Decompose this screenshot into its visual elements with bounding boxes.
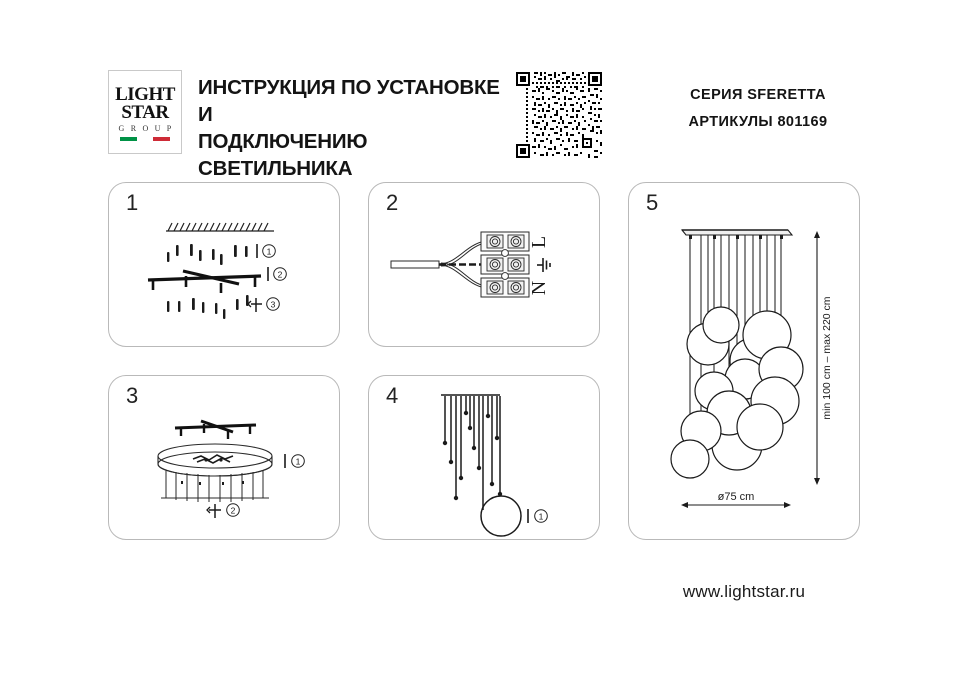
step-panel-5: 5 (628, 182, 860, 540)
brand-logo: LIGHT STAR G R O U P (108, 70, 182, 154)
page-title-line-2: ПОДКЛЮЧЕНИЮ СВЕТИЛЬНИКА (198, 130, 368, 180)
svg-text:1: 1 (296, 457, 301, 467)
step-number-2: 2 (386, 190, 399, 215)
svg-text:1: 1 (267, 247, 272, 257)
diameter-dimension-label: ø75 cm (718, 491, 755, 503)
terminal-label-L: L (528, 236, 550, 248)
svg-text:2: 2 (278, 270, 283, 280)
step-number-1: 1 (126, 190, 139, 215)
step-panel-1: 1 (108, 182, 340, 347)
logo-line-star: STAR (121, 101, 169, 123)
page-title-line-1: ИНСТРУКЦИЯ ПО УСТАНОВКЕ И (198, 76, 500, 126)
flag-stripe-white (136, 136, 154, 141)
height-dimension-label: min 100 cm – max 220 cm (821, 296, 833, 419)
step-4-diagram: 1 (441, 394, 548, 537)
step-number-3: 3 (126, 383, 139, 408)
svg-text:1: 1 (539, 512, 544, 522)
step-panel-4: 4 (368, 375, 600, 540)
flag-stripe-red (153, 136, 171, 141)
page-header: LIGHT STAR G R O U P ИНСТРУКЦИЯ ПО УСТАН… (0, 0, 960, 180)
sphere-cluster (670, 306, 804, 479)
step-number-5: 5 (646, 190, 659, 215)
italian-flag-icon (120, 136, 171, 141)
footer-website-url[interactable]: www.lightstar.ru (682, 582, 806, 601)
step-panel-3: 3 1 (108, 375, 340, 540)
step-2-diagram: L N (390, 231, 551, 298)
step-5-diagram: min 100 cm – max 220 cm ø75 cm (670, 229, 833, 508)
page-title: ИНСТРУКЦИЯ ПО УСТАНОВКЕ И ПОДКЛЮЧЕНИЮ СВ… (198, 74, 503, 182)
glass-sphere-icon (480, 495, 522, 537)
flag-stripe-green (120, 136, 137, 141)
earth-ground-icon (537, 258, 551, 272)
step-3-diagram: 1 2 (157, 419, 305, 518)
logo-line-group: G R O U P (118, 123, 174, 133)
step-1-diagram: 1 2 (147, 222, 287, 319)
series-label: СЕРИЯ SFERETTA (690, 87, 826, 103)
step-panel-2: 2 (368, 182, 600, 347)
diameter-dimension (681, 502, 791, 508)
logo-line-light: LIGHT (115, 83, 175, 105)
step-number-4: 4 (386, 383, 399, 408)
terminal-label-N: N (528, 281, 550, 295)
height-dimension (814, 231, 820, 485)
product-meta: СЕРИЯ SFERETTA АРТИКУЛЫ 801169 (628, 82, 888, 136)
svg-text:2: 2 (231, 506, 236, 516)
svg-text:3: 3 (271, 300, 276, 310)
article-label: АРТИКУЛЫ 801169 (688, 114, 828, 130)
qr-code-icon (514, 70, 604, 160)
